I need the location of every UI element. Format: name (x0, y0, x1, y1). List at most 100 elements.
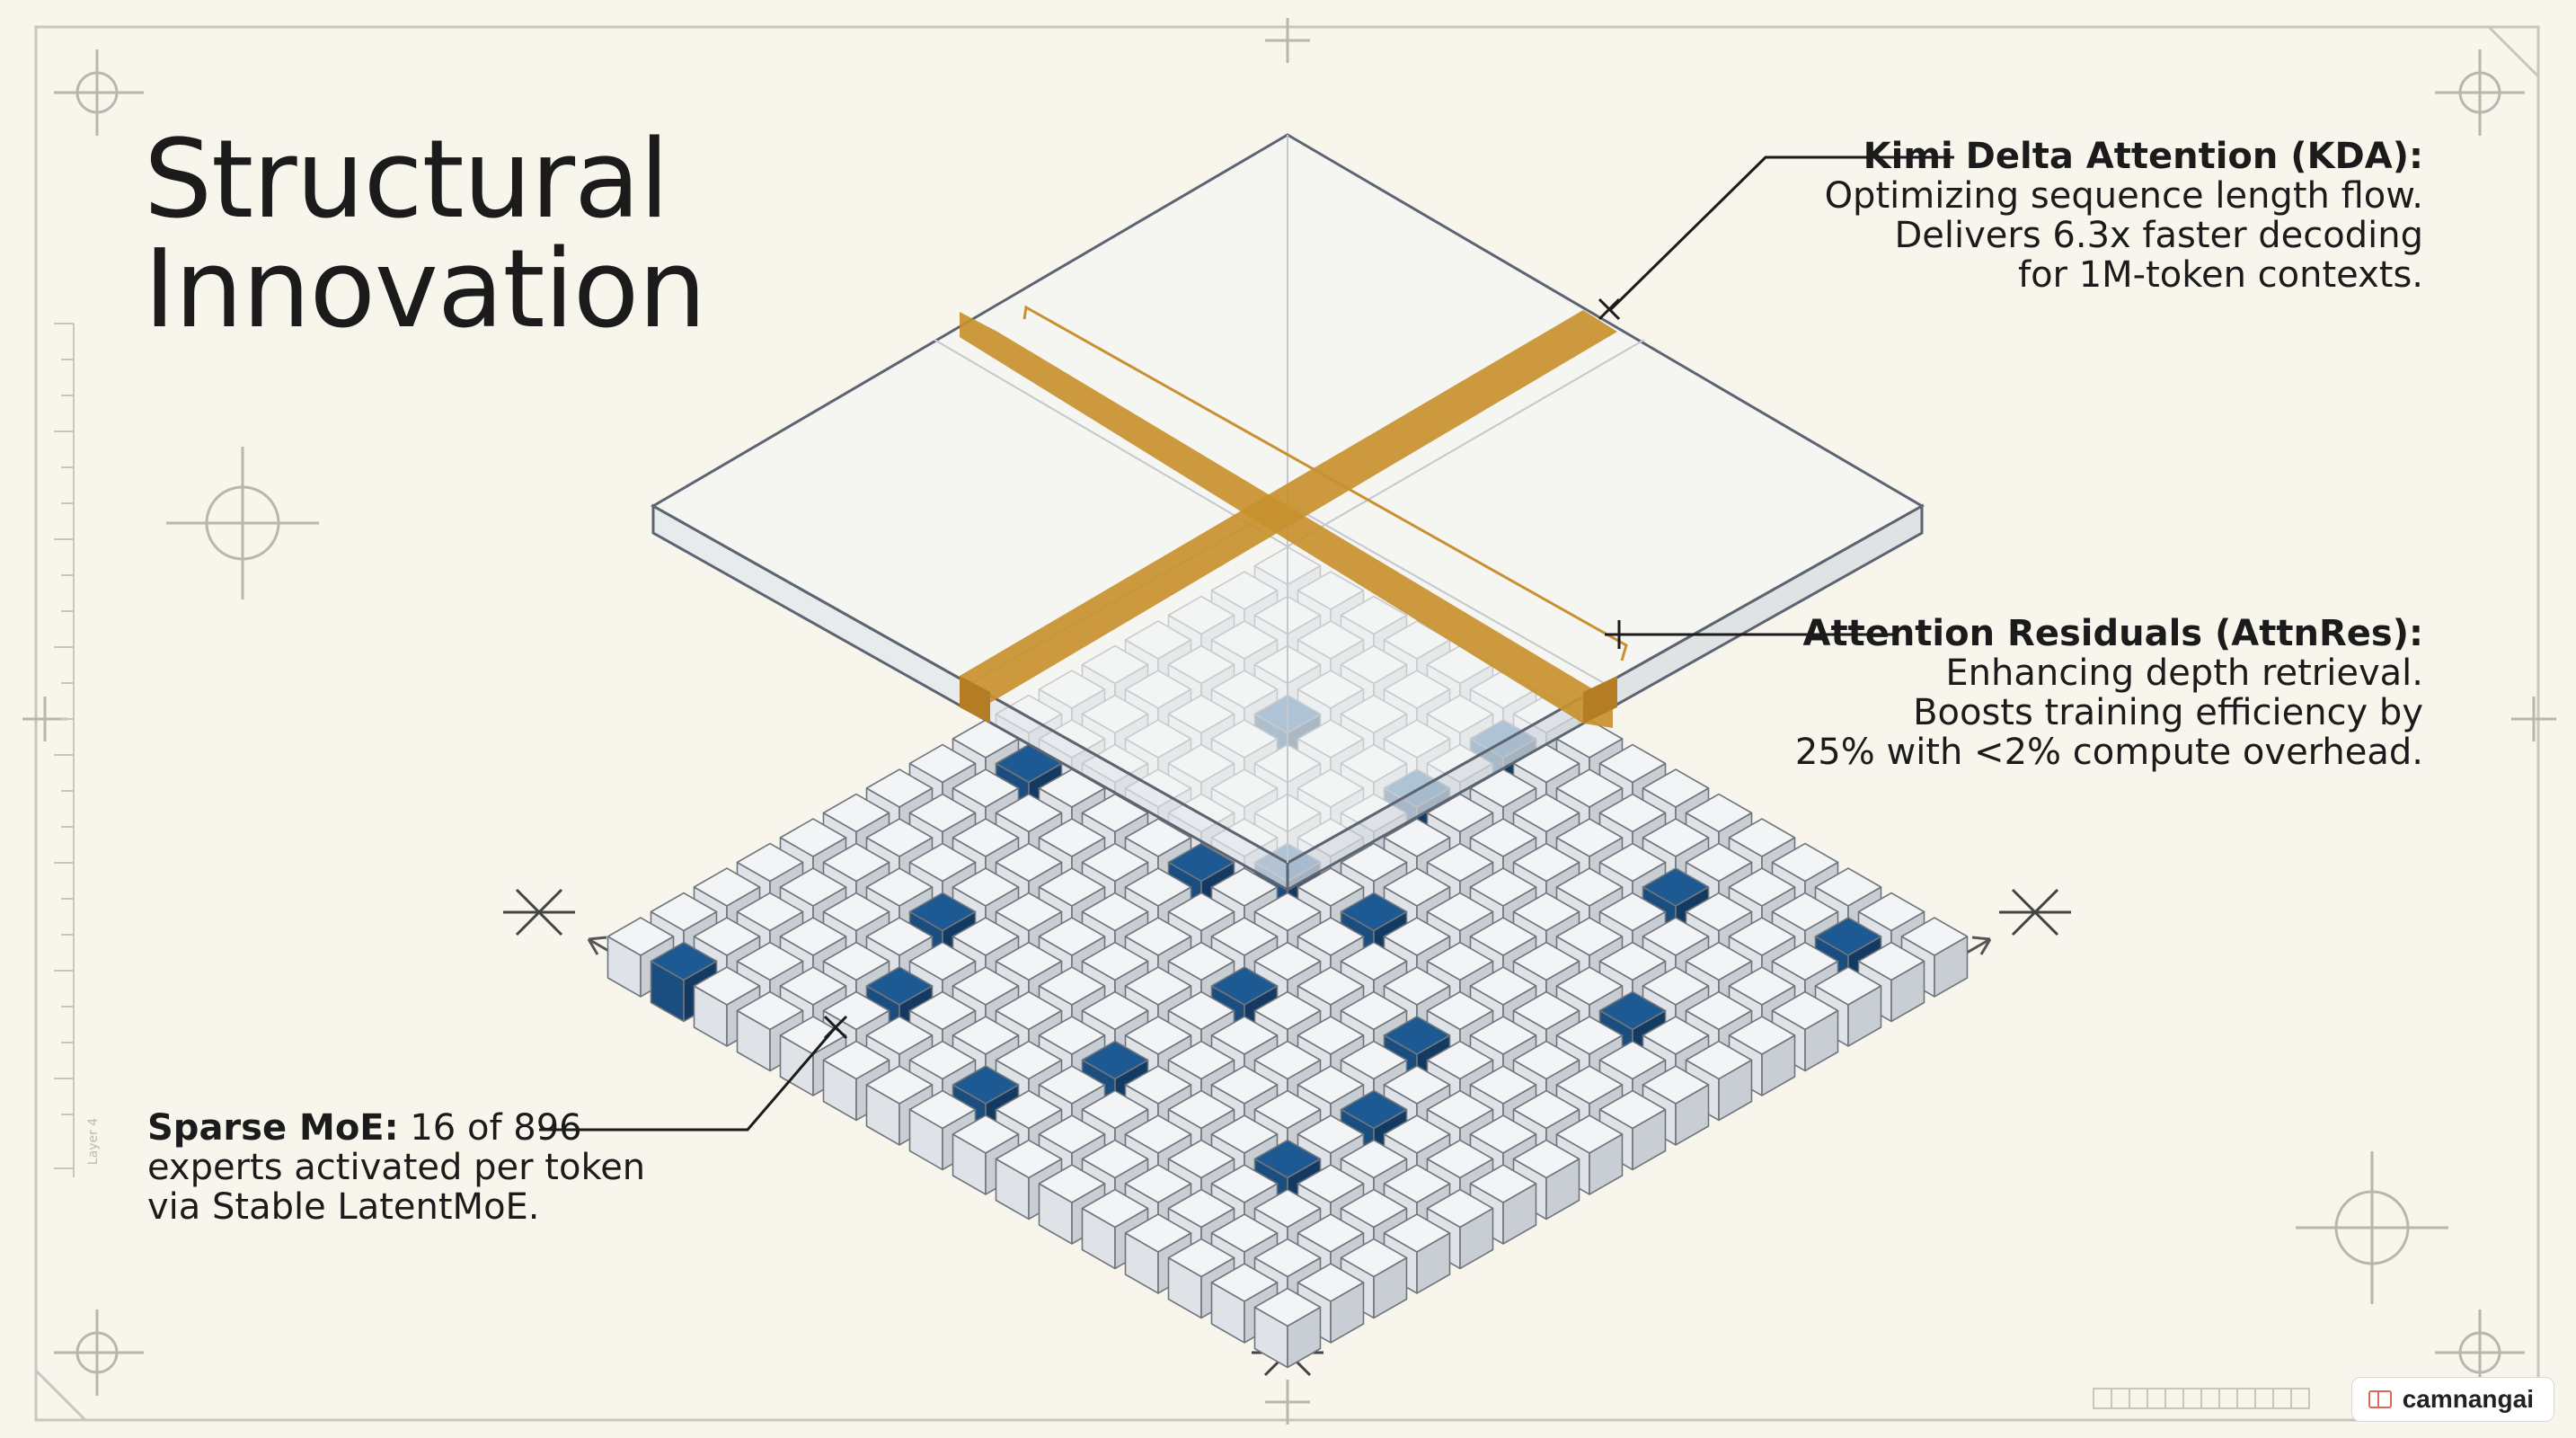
margin-label: Layer 4 (86, 1118, 101, 1165)
moe-annotation: Sparse MoE: 16 of 896 experts activated … (147, 1108, 645, 1227)
cube-top-face (1598, 990, 1667, 1031)
cube-top-face (1297, 1263, 1365, 1302)
cube-top-face (1210, 917, 1279, 956)
moe-heading-rest: 16 of 896 (398, 1107, 582, 1149)
cube-top-face (1340, 892, 1408, 932)
cube-top-face (865, 1065, 934, 1105)
cube-top-face (1512, 941, 1580, 981)
cube-top-face (1598, 1089, 1667, 1130)
cube-top-face (1340, 990, 1408, 1031)
cube-top-face (1297, 1164, 1365, 1203)
cube-top-face (1167, 1089, 1235, 1130)
cube-top-face (1124, 867, 1192, 907)
kda-heading: Kimi Delta Attention (KDA): (1863, 136, 2423, 177)
cube-top-face (1555, 1114, 1624, 1154)
cube-top-face (822, 990, 890, 1031)
cube-top-face (650, 892, 718, 932)
cube-top-face (865, 818, 934, 857)
cube-top-face (1297, 867, 1365, 907)
cube-top-face (908, 743, 977, 784)
cube-top-face (1642, 917, 1710, 956)
cube-top-face (1124, 1164, 1192, 1203)
attnres-line: Boosts training efficiency by (1913, 692, 2423, 733)
cube-top-face (1081, 1139, 1149, 1179)
cube-top-face (995, 842, 1063, 883)
cube-top-face (1167, 1139, 1235, 1179)
cube-top-face (1685, 1040, 1753, 1080)
leader-lines (539, 155, 1954, 1132)
attnres-heading: Attention Residuals (AttnRes): (1802, 613, 2424, 654)
cube-top-face (908, 1089, 977, 1130)
cube-top-face (1728, 818, 1796, 857)
cube-top-face (1728, 917, 1796, 956)
cube-top-face (1210, 1164, 1279, 1203)
cube-top-face (1642, 966, 1710, 1006)
cube-top-face (1253, 1287, 1322, 1327)
kda-line: for 1M-token contexts. (2018, 254, 2423, 296)
gift-icon (2368, 1390, 2392, 1408)
cube-top-face (1469, 917, 1537, 956)
attnres-line: 25% with <2% compute overhead. (1794, 732, 2423, 773)
cube-top-face (1081, 941, 1149, 981)
cube-top-face (908, 990, 977, 1031)
expert-cube (1642, 1065, 1710, 1146)
cube-top-face (1426, 892, 1494, 932)
cube-top-face (1642, 1016, 1710, 1055)
moe-line: experts activated per token (147, 1147, 646, 1188)
moe-line: via Stable LatentMoE. (147, 1186, 540, 1228)
cube-top-face (1642, 867, 1710, 907)
cube-top-face (995, 1089, 1063, 1130)
cube-top-face (1124, 1065, 1192, 1105)
cube-top-face (779, 966, 847, 1006)
cube-top-face (1167, 842, 1235, 883)
cube-top-face (1253, 1040, 1322, 1080)
cube-top-face (1642, 768, 1710, 808)
cube-top-face (1512, 1139, 1580, 1179)
cube-top-face (1038, 818, 1106, 857)
cube-top-face (1038, 1164, 1106, 1203)
cube-top-face (1685, 793, 1753, 833)
cube-top-face (1469, 966, 1537, 1006)
cube-top-face (1210, 966, 1279, 1006)
moe-heading: Sparse MoE: (147, 1107, 399, 1149)
cube-top-face (1598, 941, 1667, 981)
cube-top-face (1598, 743, 1667, 784)
cube-top-face (1210, 867, 1279, 907)
attnres-line: Enhancing depth retrieval. (1945, 652, 2423, 694)
cube-top-face (779, 917, 847, 956)
cube-top-face (1555, 867, 1624, 907)
cube-top-face (1728, 867, 1796, 907)
cube-top-face (1081, 990, 1149, 1031)
cube-top-face (865, 768, 934, 808)
cube-top-face (1900, 917, 1969, 956)
cube-top-face (1081, 1040, 1149, 1080)
cube-top-face (1038, 917, 1106, 956)
cube-top-face (995, 941, 1063, 981)
cube-top-face (1038, 867, 1106, 907)
cube-top-face (1038, 1114, 1106, 1154)
cube-top-face (1383, 966, 1451, 1006)
cube-top-face (908, 793, 977, 833)
cube-top-face (1512, 793, 1580, 833)
cube-top-face (1469, 1065, 1537, 1105)
cube-top-face (779, 867, 847, 907)
cube-top-face (1512, 990, 1580, 1031)
cube-top-face (1167, 1238, 1235, 1278)
cube-top-face (693, 966, 761, 1006)
cube-top-face (1167, 1040, 1235, 1080)
cube-top-face (1081, 892, 1149, 932)
cube-top-face (995, 1040, 1063, 1080)
cube-top-face (952, 1065, 1020, 1105)
cube-top-face (1426, 793, 1494, 833)
cube-top-face (1383, 1213, 1451, 1253)
cube-top-face (1210, 1016, 1279, 1055)
cube-top-face (1426, 1040, 1494, 1080)
watermark-badge: camnangai (2350, 1377, 2554, 1422)
cube-top-face (1555, 966, 1624, 1006)
cube-top-face (1512, 842, 1580, 883)
cube-top-face (1253, 1089, 1322, 1130)
cube-top-face (1167, 941, 1235, 981)
cube-top-face (693, 917, 761, 956)
cube-top-face (865, 867, 934, 907)
cube-top-face (952, 818, 1020, 857)
